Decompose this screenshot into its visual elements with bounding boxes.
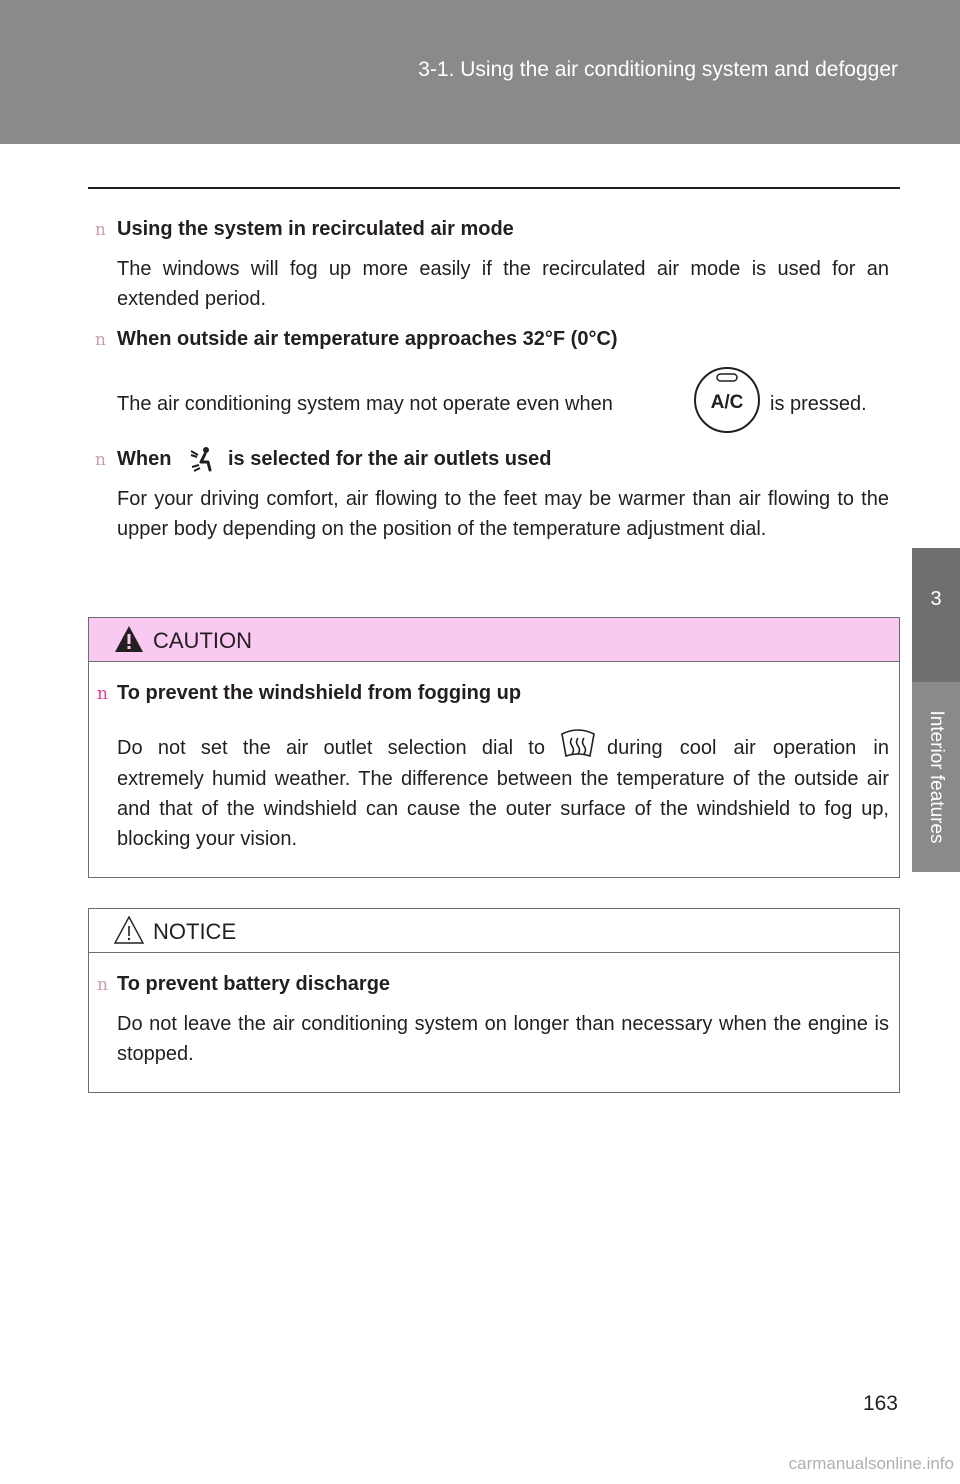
caution-body-start: Do not set the air outlet selection dial… bbox=[117, 737, 545, 759]
caution-body-middle: during cool air operation in bbox=[607, 737, 889, 759]
item-body-outlets: For your driving comfort, air flowing to… bbox=[117, 488, 889, 540]
notice-title: NOTICE bbox=[153, 919, 237, 944]
item-body-temperature-end: is pressed. bbox=[770, 393, 867, 415]
chapter-number: 3 bbox=[930, 588, 942, 610]
bullet-marker: n bbox=[97, 975, 108, 995]
floor-face-outlet-icon bbox=[188, 445, 218, 473]
page-header: 3-1. Using the air conditioning system a… bbox=[0, 0, 960, 144]
bullet-marker: n bbox=[95, 450, 106, 470]
bullet-marker: n bbox=[97, 684, 108, 704]
top-rule bbox=[88, 187, 900, 189]
caution-header: CAUTION bbox=[89, 618, 899, 662]
notice-box: NOTICE n To prevent battery discharge Do… bbox=[88, 908, 900, 1093]
chapter-tab: 3 bbox=[912, 548, 960, 682]
page-number: 163 bbox=[862, 1392, 898, 1415]
ac-button-label: A/C bbox=[711, 392, 744, 413]
bullet-marker: n bbox=[95, 330, 106, 350]
caution-heading: To prevent the windshield from fogging u… bbox=[117, 682, 522, 704]
caution-title: CAUTION bbox=[153, 628, 252, 653]
caution-box: CAUTION n To prevent the windshield from… bbox=[88, 617, 900, 878]
warning-triangle-icon bbox=[115, 626, 143, 652]
section-title: 3-1. Using the air conditioning system a… bbox=[418, 58, 898, 81]
notice-header: NOTICE bbox=[89, 909, 899, 953]
defroster-icon bbox=[559, 728, 597, 762]
caution-body-rest: extremely humid weather. The difference … bbox=[117, 768, 889, 850]
chapter-label-tab: Interior features bbox=[912, 682, 960, 872]
chapter-label: Interior features bbox=[926, 710, 947, 844]
item-heading-recirculated: Using the system in recirculated air mod… bbox=[117, 218, 514, 240]
watermark: carmanualsonline.info bbox=[788, 1454, 954, 1473]
item-body-temperature-start: The air conditioning system may not oper… bbox=[117, 393, 613, 415]
item-heading-temperature: When outside air temperature approaches … bbox=[117, 328, 618, 350]
notice-triangle-icon bbox=[113, 915, 145, 944]
ac-button-icon: A/C bbox=[693, 366, 761, 434]
item-body-recirculated: The windows will fog up more easily if t… bbox=[117, 258, 889, 310]
item-heading-outlets-start: When bbox=[117, 448, 172, 470]
bullet-marker: n bbox=[95, 220, 106, 240]
notice-body: Do not leave the air conditioning system… bbox=[117, 1013, 889, 1065]
notice-heading: To prevent battery discharge bbox=[117, 973, 391, 995]
item-heading-outlets-end: is selected for the air outlets used bbox=[228, 448, 552, 470]
